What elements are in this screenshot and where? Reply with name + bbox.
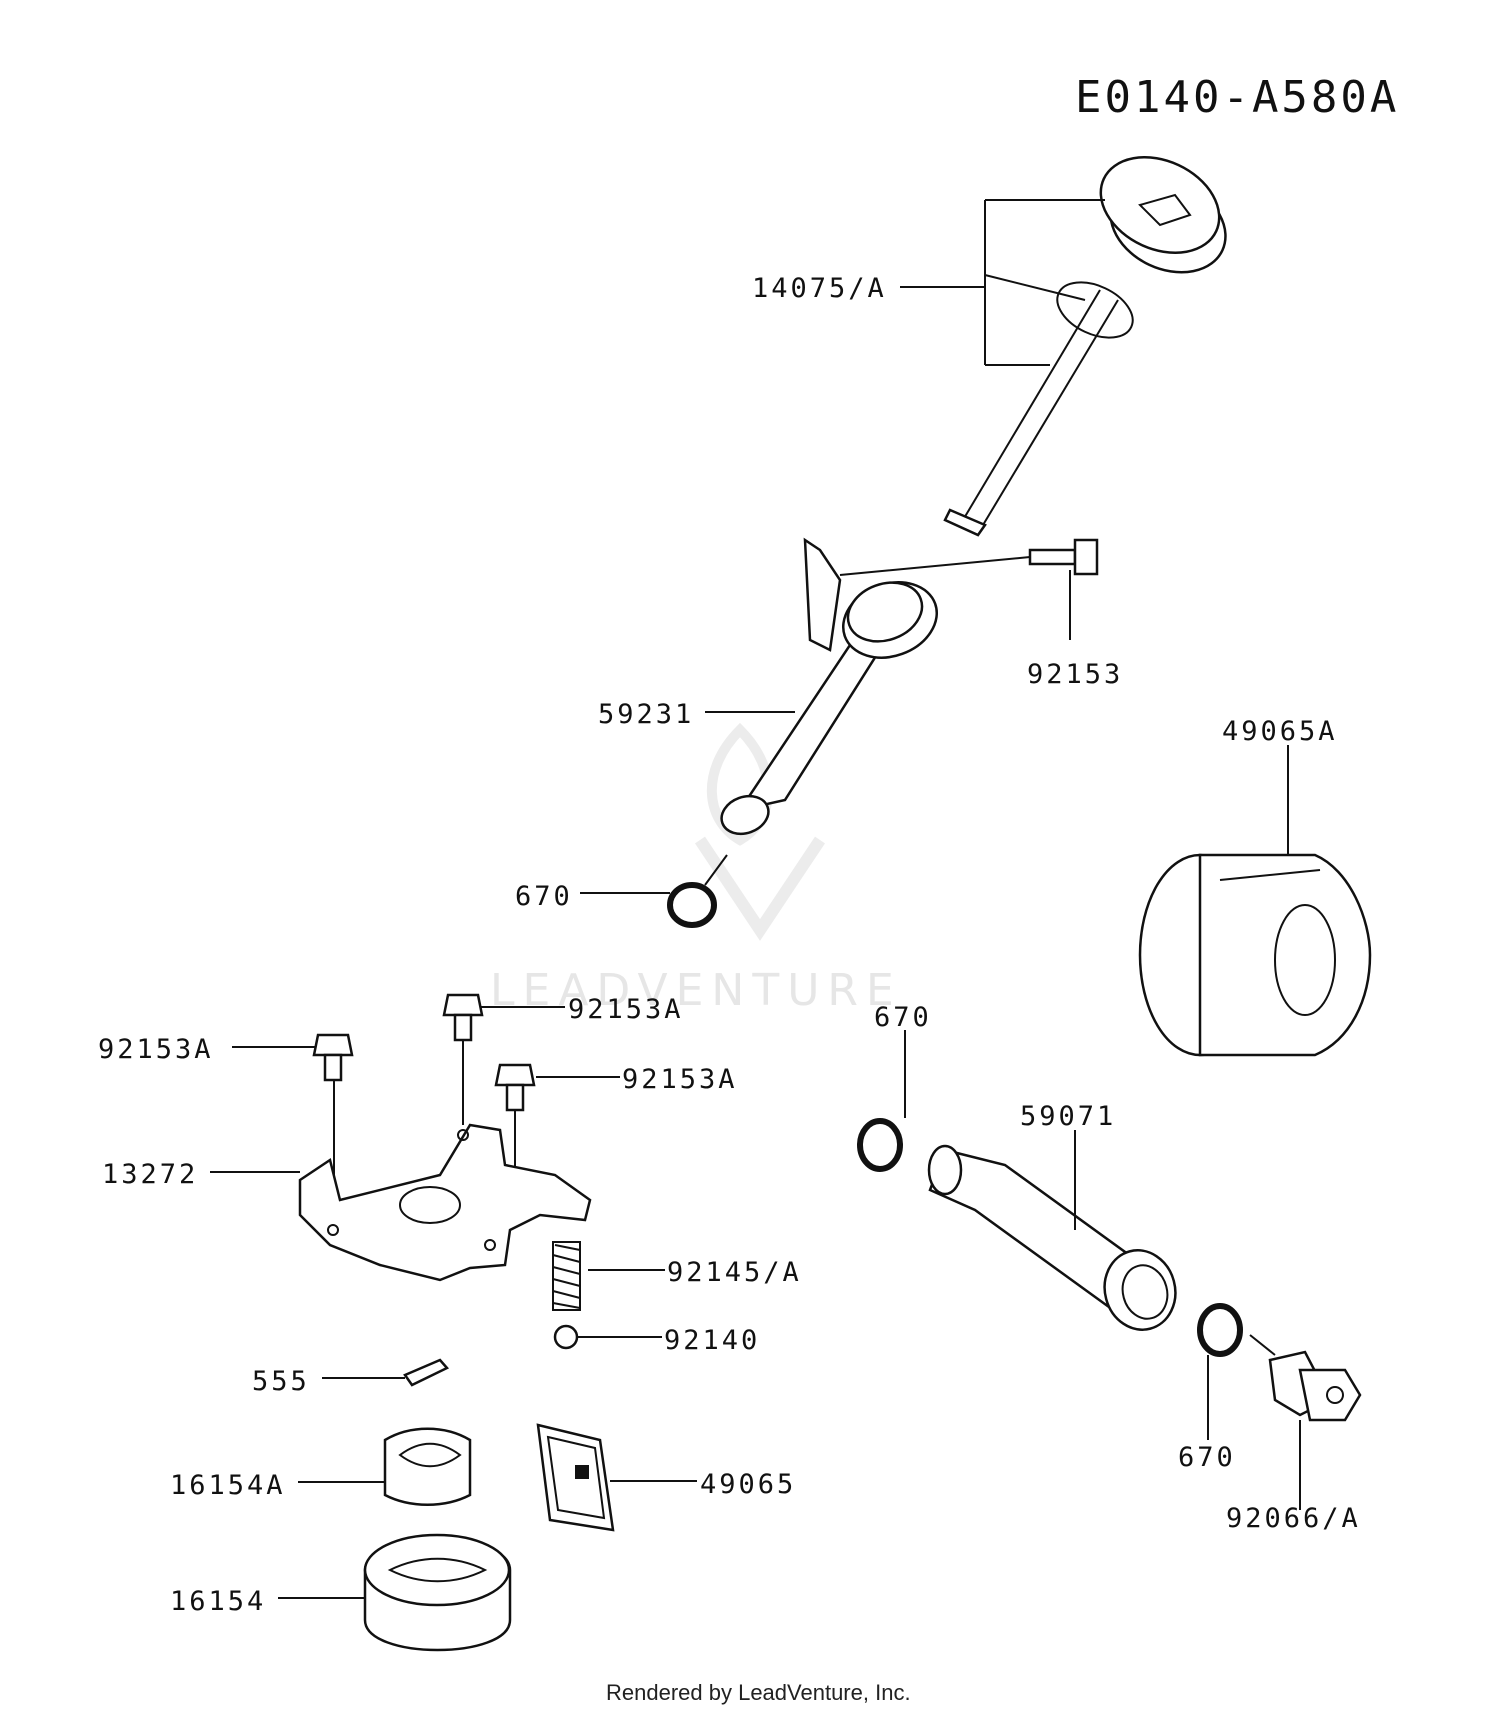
label-670-filter-bottom: 670 (1178, 1442, 1236, 1473)
oil-screen-part (536, 1423, 615, 1532)
label-59231: 59231 (598, 699, 694, 730)
watermark-v-icon (695, 836, 825, 941)
watermark: LEADVENTURE (490, 722, 902, 1016)
cover-bolt-left-part (312, 1033, 354, 1082)
label-92153: 92153 (1027, 659, 1123, 690)
label-92153a-left: 92153A (98, 1034, 214, 1065)
drain-plug-leader (1249, 1334, 1301, 1510)
diagram-code: E0140-A580A (1075, 72, 1399, 123)
pump-cover-part (298, 1123, 592, 1282)
label-92153a-right: 92153A (622, 1064, 738, 1095)
label-59071: 59071 (1020, 1101, 1116, 1132)
oil-filler-pipe-part (720, 537, 939, 836)
cover-bolt-right-part (494, 1063, 536, 1112)
oil-filter-cartridge-part (1138, 853, 1372, 1057)
footer-credit: Rendered by LeadVenture, Inc. (606, 1680, 911, 1705)
drain-plug-part (1268, 1350, 1362, 1422)
cover-bolt-center-part (442, 993, 484, 1042)
label-92066-a: 92066/A (1226, 1503, 1361, 1534)
filler-pipe-bolt-part (1028, 538, 1099, 576)
label-16154a: 16154A (170, 1470, 286, 1501)
oil-gauge-part (943, 156, 1227, 537)
label-670-pipe: 670 (515, 881, 573, 912)
label-92140: 92140 (664, 1325, 760, 1356)
label-16154: 16154 (170, 1586, 266, 1617)
filter-fitting-part (927, 1144, 1177, 1331)
outer-rotor-part (363, 1533, 512, 1652)
pin-part (403, 1358, 450, 1387)
label-92153a-center: 92153A (568, 994, 684, 1025)
relief-spring-part (552, 1244, 581, 1309)
label-49065a: 49065A (1222, 716, 1338, 747)
watermark-text: LEADVENTURE (490, 965, 902, 1016)
cover-bolt-left-leader (232, 1046, 335, 1180)
filter-o-ring-bottom-part (1197, 1303, 1243, 1357)
cover-bolt-center-leader (462, 1006, 565, 1125)
label-670-filter-top: 670 (874, 1002, 932, 1033)
watermark-flame-icon (706, 722, 774, 846)
oil-gauge-leader (900, 199, 1105, 366)
pipe-o-ring-part (667, 882, 717, 928)
label-14075-a: 14075/A (752, 273, 887, 304)
inner-rotor-part (383, 1427, 472, 1506)
label-555: 555 (252, 1366, 310, 1397)
label-92145-a: 92145/A (667, 1257, 802, 1288)
label-49065: 49065 (700, 1469, 796, 1500)
oil-gauge-knob-icon (1099, 156, 1221, 254)
label-13272: 13272 (102, 1159, 198, 1190)
relief-ball-part (553, 1324, 579, 1350)
filler-pipe-bolt-leader (839, 556, 1071, 640)
filter-o-ring-top-part (857, 1118, 903, 1172)
pipe-o-ring-leader (580, 854, 728, 894)
